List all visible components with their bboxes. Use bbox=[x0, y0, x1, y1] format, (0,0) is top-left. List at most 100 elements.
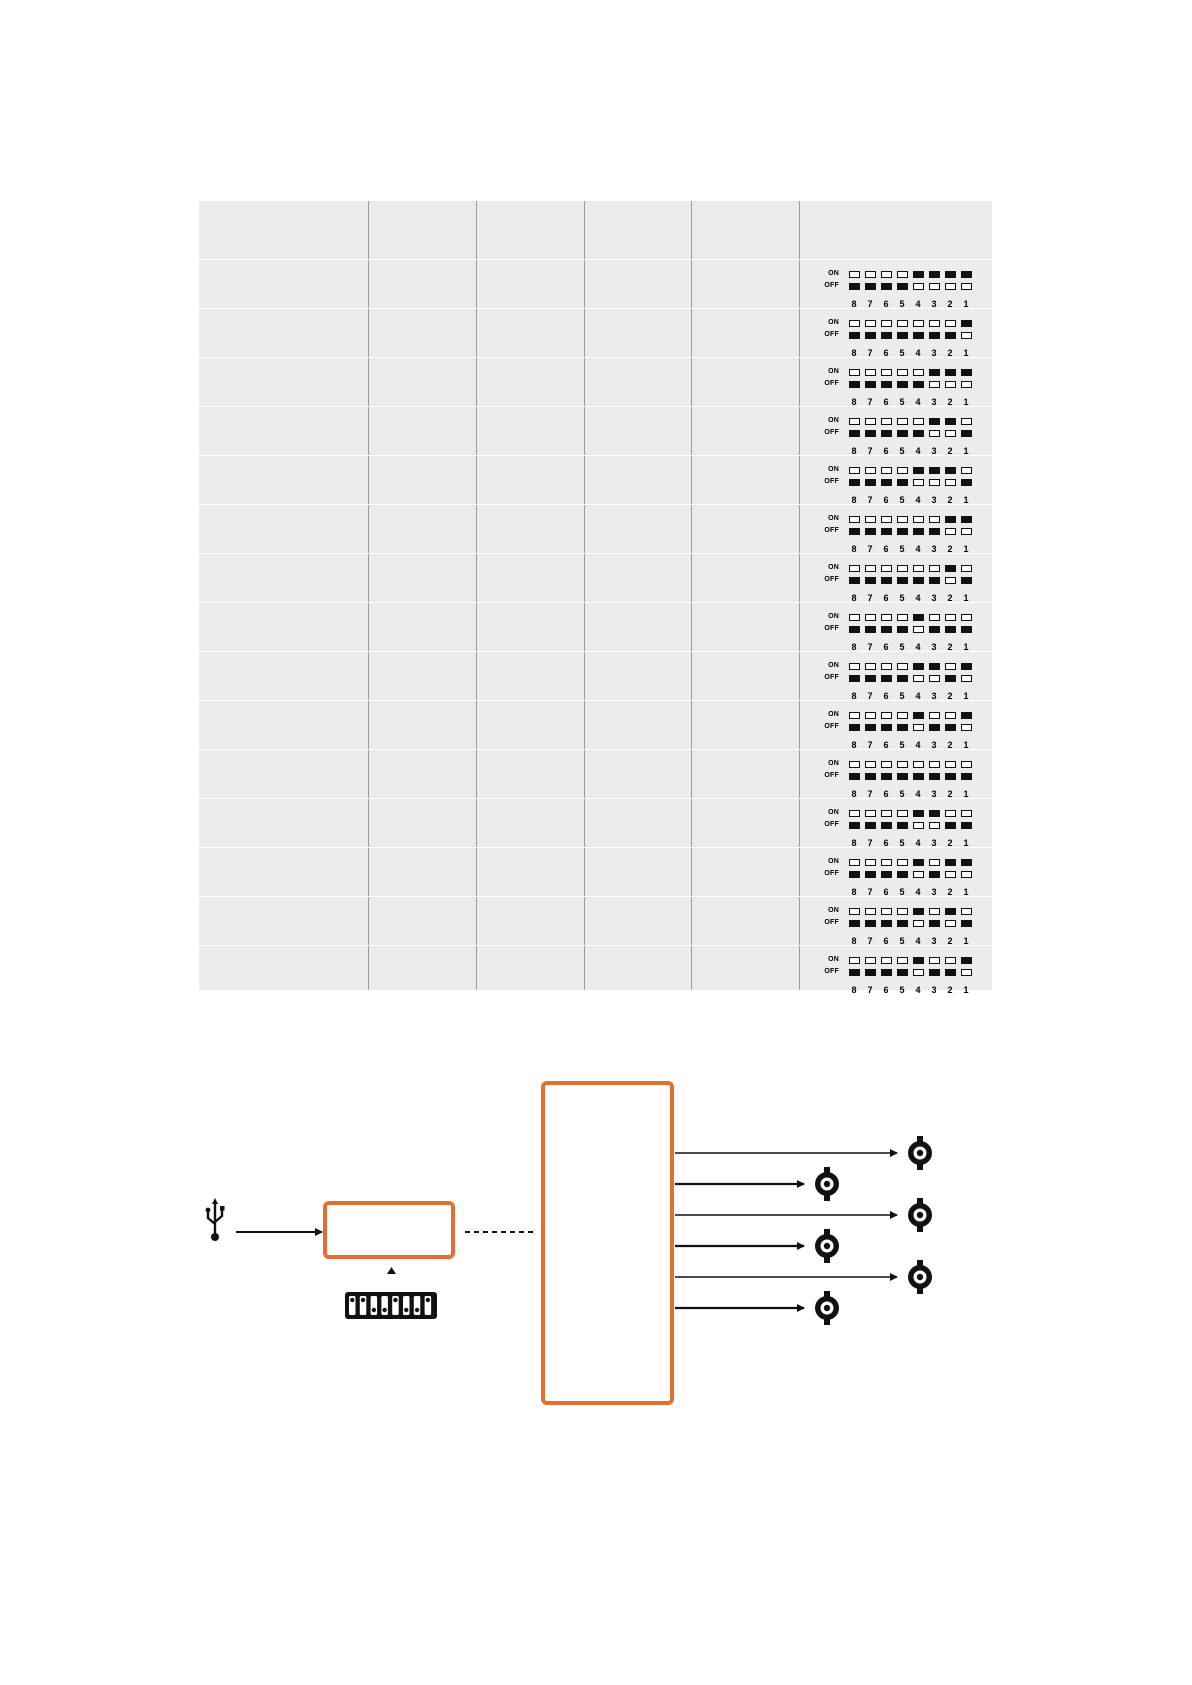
dip-switch-off-cell bbox=[929, 528, 940, 535]
dip-switch-number: 1 bbox=[963, 691, 969, 701]
dip-off-label: OFF bbox=[824, 527, 839, 534]
dip-switch-number: 8 bbox=[851, 544, 857, 554]
dip-switch-on-cell bbox=[913, 516, 924, 523]
dip-switch-number: 8 bbox=[851, 299, 857, 309]
dip-switch-number: 8 bbox=[851, 740, 857, 750]
row-divider bbox=[199, 798, 992, 799]
bnc-connector-icon bbox=[815, 1167, 839, 1201]
dip-switch-off-cell bbox=[897, 969, 908, 976]
dip-switch-off-cell bbox=[881, 332, 892, 339]
dip-switch-number: 6 bbox=[883, 936, 889, 946]
dip-switch-on-cell bbox=[897, 663, 908, 670]
dip-switch-on-cell bbox=[913, 467, 924, 474]
dip-switch-off-cell bbox=[849, 528, 860, 535]
dip-switch-on-cell bbox=[897, 467, 908, 474]
dip-switch-on-cell bbox=[913, 957, 924, 964]
dip-switch-on-cell bbox=[945, 320, 956, 327]
dip-switch-number: 5 bbox=[899, 838, 905, 848]
dip-switch-number: 2 bbox=[947, 740, 953, 750]
bnc-connector-icon bbox=[908, 1198, 932, 1232]
dip-switch-off-cell bbox=[881, 920, 892, 927]
dip-switch-number: 3 bbox=[931, 740, 937, 750]
dip-switch-on-cell bbox=[849, 565, 860, 572]
dip-switch-off-cell bbox=[945, 822, 956, 829]
dip-switch-off-cell bbox=[865, 381, 876, 388]
dip-switch-on-cell bbox=[929, 271, 940, 278]
dip-switch-off-cell bbox=[913, 283, 924, 290]
dip-switch-on-cell bbox=[961, 614, 972, 621]
dip-switch-off-cell bbox=[961, 577, 972, 584]
dip-switch-off-cell bbox=[849, 675, 860, 682]
dip-on-label: ON bbox=[828, 711, 839, 718]
dip-switch-on-cell bbox=[913, 565, 924, 572]
dip-switch-off-cell bbox=[897, 773, 908, 780]
dip-icon-knob bbox=[350, 1297, 355, 1303]
row-divider bbox=[199, 847, 992, 848]
dip-switch-off-cell bbox=[881, 871, 892, 878]
dip-switch-off-cell bbox=[945, 528, 956, 535]
dip-switch-off-cell bbox=[897, 332, 908, 339]
dip-switch-off-cell bbox=[849, 920, 860, 927]
dip-switch-on-cell bbox=[849, 320, 860, 327]
row-divider bbox=[199, 651, 992, 652]
dip-switch-number: 3 bbox=[931, 642, 937, 652]
dip-switch-off-cell bbox=[849, 724, 860, 731]
dip-on-label: ON bbox=[828, 956, 839, 963]
dip-switch-off-cell bbox=[865, 773, 876, 780]
dip-switch-on-cell bbox=[881, 467, 892, 474]
dip-switch-off-cell bbox=[865, 724, 876, 731]
dip-switch-number: 5 bbox=[899, 495, 905, 505]
dip-switch-off-cell bbox=[945, 920, 956, 927]
dip-switch-number: 1 bbox=[963, 544, 969, 554]
dip-switch-number: 8 bbox=[851, 887, 857, 897]
dip-off-label: OFF bbox=[824, 282, 839, 289]
column-divider bbox=[691, 201, 692, 990]
dip-switch-number: 6 bbox=[883, 838, 889, 848]
dip-switch-on-cell bbox=[865, 712, 876, 719]
dip-switch-number: 7 bbox=[867, 544, 873, 554]
dip-switch-off-cell bbox=[865, 626, 876, 633]
dip-switch-on-cell bbox=[881, 516, 892, 523]
dip-switch-number: 2 bbox=[947, 887, 953, 897]
dip-switch-number: 4 bbox=[915, 985, 921, 995]
dip-switch-off-cell bbox=[929, 675, 940, 682]
dip-switch-on-cell bbox=[897, 369, 908, 376]
dip-switch-on-cell bbox=[865, 761, 876, 768]
dip-switch-on-cell bbox=[961, 712, 972, 719]
dip-switch-off-cell bbox=[897, 675, 908, 682]
dip-switch-number: 2 bbox=[947, 789, 953, 799]
dip-switch-on-cell bbox=[961, 810, 972, 817]
bnc-connector-icon bbox=[908, 1260, 932, 1294]
dip-switch-on-cell bbox=[849, 663, 860, 670]
dip-switch-on-cell bbox=[913, 663, 924, 670]
dip-switch-number: 8 bbox=[851, 446, 857, 456]
dip-switch-off-cell bbox=[865, 332, 876, 339]
row-divider bbox=[199, 504, 992, 505]
dip-switch-on-cell bbox=[849, 908, 860, 915]
dip-switch-on-cell bbox=[929, 761, 940, 768]
dip-switch-number: 1 bbox=[963, 740, 969, 750]
dip-switch-on-cell bbox=[881, 369, 892, 376]
dip-switch-off-cell bbox=[849, 332, 860, 339]
dip-switch-off-cell bbox=[913, 871, 924, 878]
dip-switch-off-cell bbox=[849, 969, 860, 976]
dip-switch-on-cell bbox=[961, 369, 972, 376]
dip-switch-off-cell bbox=[865, 577, 876, 584]
row-divider bbox=[199, 945, 992, 946]
dip-switch-number: 4 bbox=[915, 642, 921, 652]
dip-switch-number: 6 bbox=[883, 593, 889, 603]
dip-switch-number: 4 bbox=[915, 397, 921, 407]
dip-switch-off-cell bbox=[881, 675, 892, 682]
column-divider bbox=[799, 201, 800, 990]
dip-switch-on-cell bbox=[913, 271, 924, 278]
column-divider bbox=[476, 201, 477, 990]
dip-switch-off-cell bbox=[961, 724, 972, 731]
dip-switch-on-cell bbox=[865, 369, 876, 376]
dip-switch-number: 3 bbox=[931, 397, 937, 407]
dip-off-label: OFF bbox=[824, 772, 839, 779]
